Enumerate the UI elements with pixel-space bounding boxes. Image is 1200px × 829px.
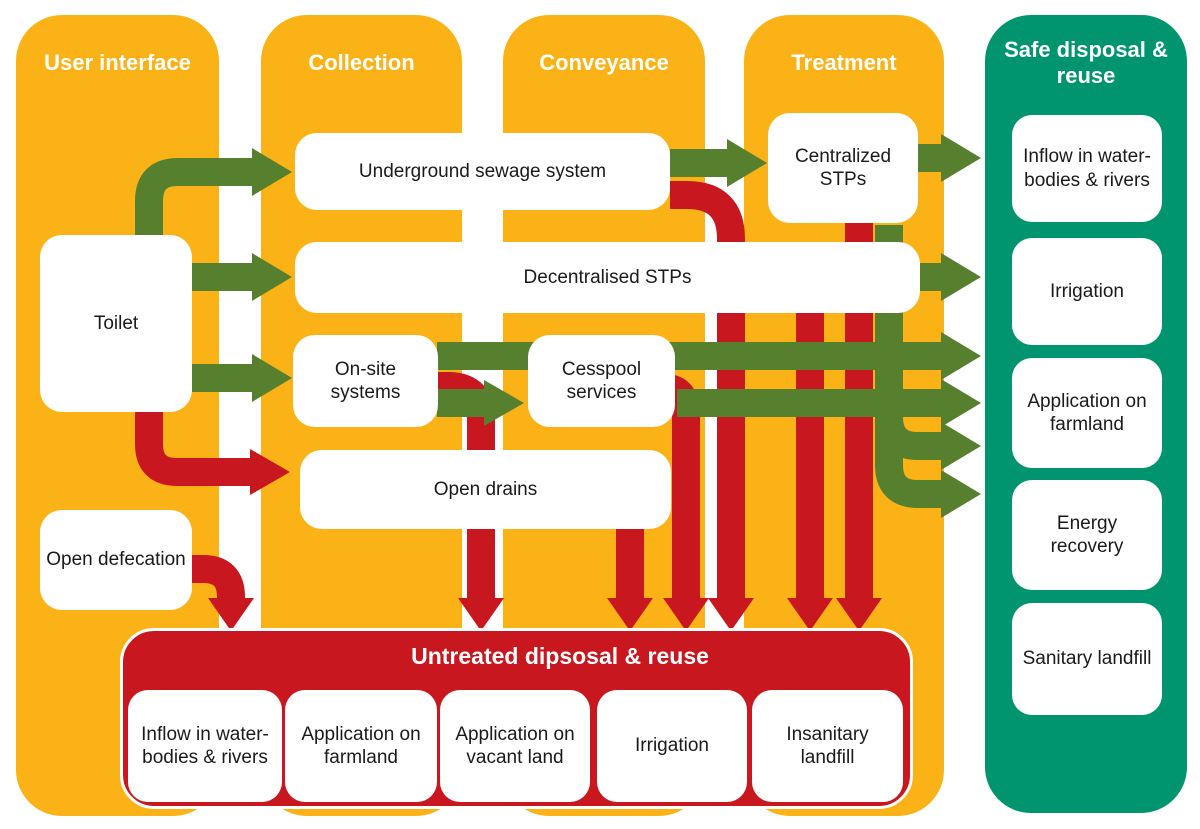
column-title-collection: Collection	[308, 50, 415, 75]
column-user-interface: User interface	[16, 15, 219, 816]
node-untreated-irrigation: Irrigation	[597, 690, 747, 802]
green-arrow-centralized-to-inflow-head	[941, 134, 981, 182]
green-arrow-branch-to-farmland-shaft	[875, 400, 941, 460]
node-centralized-stps: Centralized STPs	[768, 113, 918, 223]
node-onsite-systems: On-site systems	[293, 335, 438, 427]
column-title-conveyance: Conveyance	[539, 50, 669, 75]
green-arrow-decentralised-to-irrigation-head	[941, 253, 981, 301]
green-arrow-cesspool-to-farmland-head	[941, 379, 981, 427]
green-arrow-underground-to-centralized-head	[727, 139, 767, 187]
red-arrow-centralized-down-head	[836, 598, 882, 631]
green-arrow-centralized-to-energy-head	[941, 470, 981, 518]
node-untreated-application-vacant: Application on vacant land	[440, 690, 590, 802]
column-title-safe-disposal: Safe disposal & reuse	[1004, 37, 1168, 88]
column-title-treatment: Treatment	[791, 50, 897, 75]
node-cesspool-services: Cesspool services	[528, 335, 675, 427]
node-safe-energy-recovery: Energy recovery	[1012, 480, 1162, 590]
red-arrow-underground-down-head	[708, 598, 754, 631]
green-arrow-toilet-to-underground-head	[252, 148, 292, 196]
node-safe-application-farmland: Application on farmland	[1012, 358, 1162, 468]
node-decentralised-stps: Decentralised STPs	[295, 242, 920, 313]
red-arrow-open-defecation-down-head	[208, 598, 254, 631]
red-arrow-decentralised-down-head	[787, 598, 833, 631]
green-arrow-toilet-to-decentralised-head	[252, 253, 292, 301]
node-safe-inflow: Inflow in water-bodies & rivers	[1012, 115, 1162, 222]
node-safe-irrigation: Irrigation	[1012, 238, 1162, 345]
green-arrow-onsite-to-cesspool-head	[484, 380, 524, 426]
red-arrow-underground-down-shaft	[670, 181, 745, 599]
red-arrow-toilet-to-open-drains-head	[250, 449, 290, 495]
green-arrow-toilet-to-onsite-head	[252, 354, 292, 402]
node-untreated-insanitary-landfill: Insanitary landfill	[752, 690, 903, 802]
green-arrow-centralized-to-energy-shaft	[875, 225, 941, 508]
red-arrow-toilet-to-open-drains-shaft	[135, 410, 250, 486]
green-arrow-branch-to-farmland-head	[941, 422, 981, 470]
untreated-disposal-title: Untreated dipsosal & reuse	[411, 643, 709, 669]
node-open-drains: Open drains	[300, 450, 671, 529]
node-safe-sanitary-landfill: Sanitary landfill	[1012, 603, 1162, 715]
node-untreated-inflow: Inflow in water-bodies & rivers	[128, 690, 282, 802]
column-title-user-interface: User interface	[44, 50, 191, 75]
node-untreated-application-farmland: Application on farmland	[285, 690, 437, 802]
red-arrow-onsite-down-head	[458, 598, 504, 631]
node-open-defecation: Open defecation	[40, 510, 192, 610]
red-arrow-open-drains-down-head	[607, 598, 653, 631]
red-arrow-open-defecation-down-shaft	[192, 555, 245, 599]
node-underground-sewage: Underground sewage system	[295, 133, 670, 210]
node-toilet: Toilet	[40, 235, 192, 412]
green-arrow-toilet-to-underground-shaft	[135, 158, 252, 240]
green-arrow-onsite-to-farmland-head	[941, 332, 981, 380]
red-arrow-cesspool-down-head	[663, 598, 709, 631]
green-arrows	[135, 134, 981, 518]
